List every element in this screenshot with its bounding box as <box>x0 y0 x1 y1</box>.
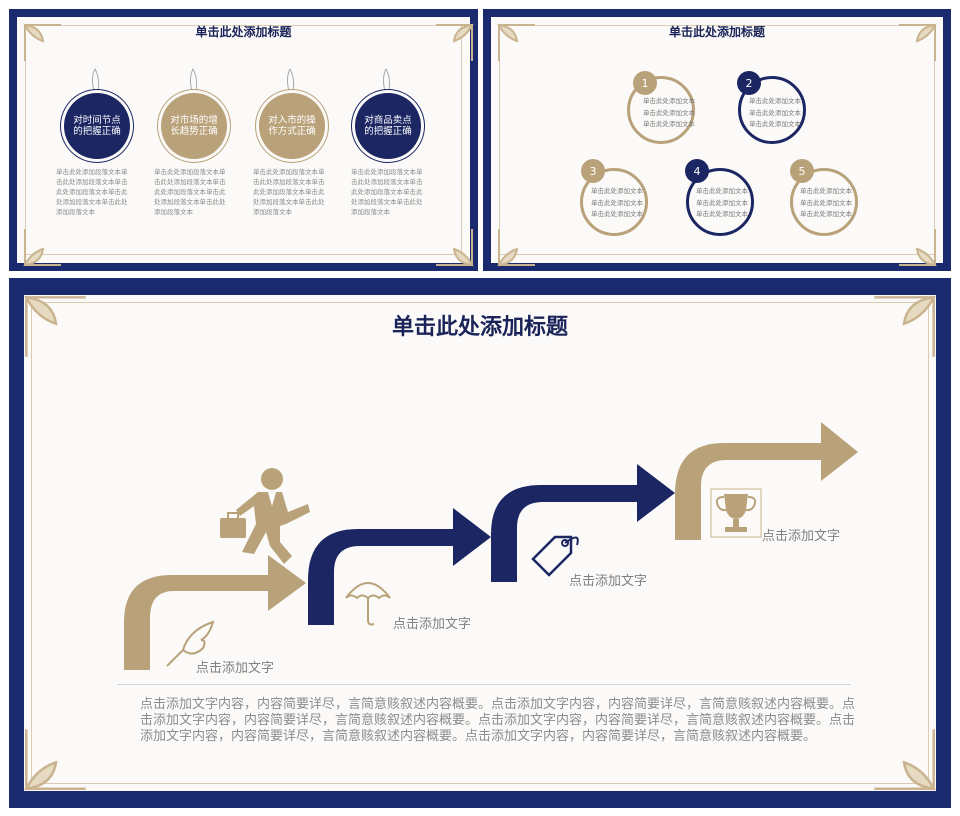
number-badge-5: 5 <box>790 159 814 183</box>
step-arrow-3 <box>491 464 675 582</box>
number-badge-2: 2 <box>737 71 761 95</box>
step-arrow-1 <box>124 555 306 670</box>
ornament-corner-icon <box>497 229 535 267</box>
slide-title: 单击此处添加标题 <box>195 25 292 39</box>
ring-text-2: 单击此处添加文本单击此处添加文本单击此处添加文本 <box>749 97 801 128</box>
ornament-corner-icon <box>436 23 474 61</box>
circle-ring-2 <box>738 76 806 144</box>
step-arrow-4 <box>675 422 858 540</box>
body-paragraph: 点击添加文字内容，内容简要详尽，言简意赅叙述内容概要。点击添加文字内容，内容简要… <box>140 697 856 744</box>
number-badge-4: 4 <box>685 159 709 183</box>
slide-title: 单击此处添加标题 <box>391 315 568 340</box>
hang-tag-4: 对商品卖点的把握正确 <box>355 93 421 159</box>
slide-thumbnail-2[interactable]: 单击此处添加标题 1 单击此处添加文本单击此处添加文本单击此处添加文本 2 单击… <box>483 9 951 271</box>
ornament-corner-icon <box>24 729 86 791</box>
hang-tag-3: 对入市的操作方式正确 <box>259 93 325 159</box>
circle-ring-3 <box>580 168 648 236</box>
feather-icon <box>166 620 215 667</box>
divider <box>117 684 851 685</box>
tag-string-icon <box>189 67 198 100</box>
hang-tag-1: 对时间节点的把握正确 <box>64 93 130 159</box>
step-label-3: 点击添加文字 <box>569 574 648 589</box>
step-label-2: 点击添加文字 <box>393 617 472 632</box>
ring-text-1: 单击此处添加文本单击此处添加文本单击此处添加文本 <box>643 97 695 128</box>
ring-text-5: 单击此处添加文本单击此处添加文本单击此处添加文本 <box>800 187 852 218</box>
umbrella-icon <box>345 582 391 626</box>
price-tag-icon <box>531 535 579 577</box>
ornament-corner-icon <box>23 23 61 61</box>
ornament-corner-icon <box>497 23 535 61</box>
tag-paragraph-1: 单击此处添加段落文本单击此处添加段落文本单击此处添加段落文本单击此处添加段落文本… <box>56 168 128 216</box>
circle-ring-1 <box>627 76 695 144</box>
ring-text-4: 单击此处添加文本单击此处添加文本单击此处添加文本 <box>696 187 748 218</box>
circle-ring-4 <box>686 168 754 236</box>
ornament-corner-icon <box>874 295 936 357</box>
ornament-corner-icon <box>899 23 937 61</box>
tag-paragraph-4: 单击此处添加段落文本单击此处添加段落文本单击此处添加段落文本单击此处添加段落文本… <box>351 168 423 216</box>
ornament-corner-icon <box>23 229 61 267</box>
tag-string-icon <box>91 67 100 100</box>
tag-string-icon <box>286 67 295 100</box>
circle-ring-5 <box>790 168 858 236</box>
step-label-4: 点击添加文字 <box>762 529 841 544</box>
ornament-corner-icon <box>874 729 936 791</box>
slide-thumbnail-1[interactable]: 单击此处添加标题 对时间节点的把握正确 单击此处添加段落文本单击此处添加段落文本… <box>9 9 478 271</box>
hang-tag-2: 对市场的增长趋势正确 <box>161 93 227 159</box>
staircase-arrows <box>124 422 858 670</box>
ornament-corner-icon <box>436 229 474 267</box>
ornament-corner-icon <box>899 229 937 267</box>
tag-paragraph-3: 单击此处添加段落文本单击此处添加段落文本单击此处添加段落文本单击此处添加段落文本… <box>253 168 325 216</box>
trophy-icon <box>710 488 762 538</box>
ring-text-3: 单击此处添加文本单击此处添加文本单击此处添加文本 <box>591 187 643 218</box>
tag-paragraph-2: 单击此处添加段落文本单击此处添加段落文本单击此处添加段落文本单击此处添加段落文本… <box>154 168 226 216</box>
number-badge-3: 3 <box>581 159 605 183</box>
ornament-corner-icon <box>24 295 86 357</box>
step-arrow-2 <box>308 508 491 625</box>
number-badge-1: 1 <box>633 71 657 95</box>
step-label-1: 点击添加文字 <box>196 661 275 676</box>
slide-title: 单击此处添加标题 <box>668 25 765 39</box>
businessman-running-icon <box>220 468 310 564</box>
tag-string-icon <box>382 67 391 100</box>
